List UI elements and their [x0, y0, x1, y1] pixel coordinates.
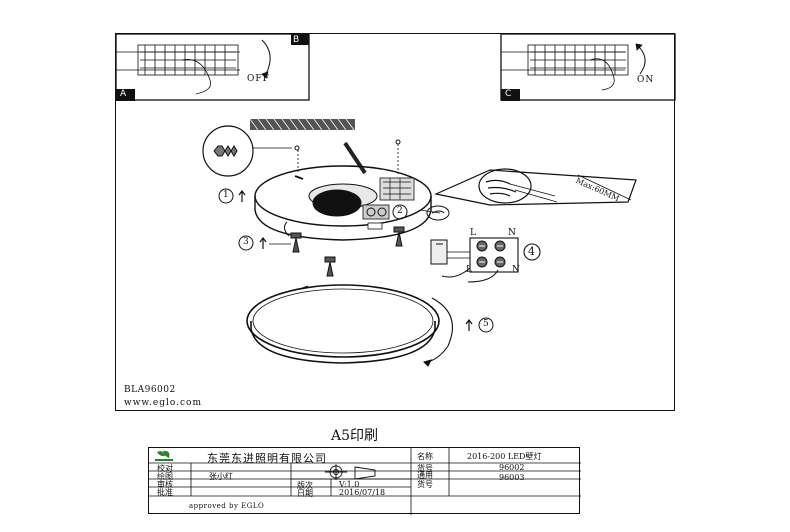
model-number: BLA96002 [124, 385, 176, 395]
terminal-l-bottom: L [466, 265, 472, 275]
title-block-grid [149, 448, 581, 515]
draw-value: 张小红 [209, 472, 233, 481]
projection-symbol [325, 464, 376, 480]
part-no-value: 96002 [499, 463, 525, 472]
ceiling [249, 118, 355, 131]
check-label: 校对 [157, 464, 173, 473]
terminal-n-top: N [508, 228, 516, 238]
step-4-label: 4 [528, 245, 535, 258]
step-2-label: 2 [397, 206, 403, 216]
panel-label-b: B [293, 35, 300, 45]
name-label: 名称 [417, 452, 433, 461]
panel-label-c: C [505, 89, 512, 99]
general-value: 96003 [499, 473, 525, 482]
company-name: 东莞东进照明有限公司 [207, 452, 327, 465]
terminal-detail [430, 237, 541, 283]
review-label: 审核 [157, 480, 173, 489]
dowel-detail [202, 125, 401, 177]
website: www.eglo.com [124, 398, 202, 408]
step-1-label: 1 [223, 190, 229, 200]
step-5-label: 5 [483, 319, 489, 329]
cable-detail [419, 168, 637, 221]
approve-label: 批准 [157, 488, 173, 497]
name-value: 2016-200 LED壁灯 [467, 452, 542, 461]
part-no-label: 货号 [417, 464, 433, 473]
panel-on [500, 33, 676, 101]
version-label: 版次 [297, 481, 313, 490]
version-value: V:1.0 [339, 480, 360, 489]
step-3-label: 3 [243, 237, 249, 247]
print-size: A5印刷 [331, 428, 379, 444]
base-plate [254, 141, 432, 241]
general-label: 通用 货号 [417, 471, 433, 489]
off-label: OFF [247, 74, 270, 84]
terminal-n-bottom: N [512, 265, 520, 275]
screws [283, 221, 405, 277]
panel-off [115, 33, 310, 101]
date-label: 日期 [297, 489, 313, 498]
terminal-l-top: L [470, 228, 476, 238]
draw-label: 绘图 [157, 472, 173, 481]
instruction-frame [115, 33, 675, 411]
date-value: 2016/07/18 [339, 488, 386, 497]
lamp-cover [246, 284, 453, 367]
approved-by: approved by EGLO [189, 502, 265, 510]
company-logo [155, 450, 173, 461]
panel-label-a: A [120, 89, 127, 99]
step-markers [218, 188, 494, 333]
on-label: ON [637, 75, 655, 85]
title-block: 东莞东进照明有限公司 名称 2016-200 LED壁灯 货号 96002 通用… [148, 447, 581, 515]
